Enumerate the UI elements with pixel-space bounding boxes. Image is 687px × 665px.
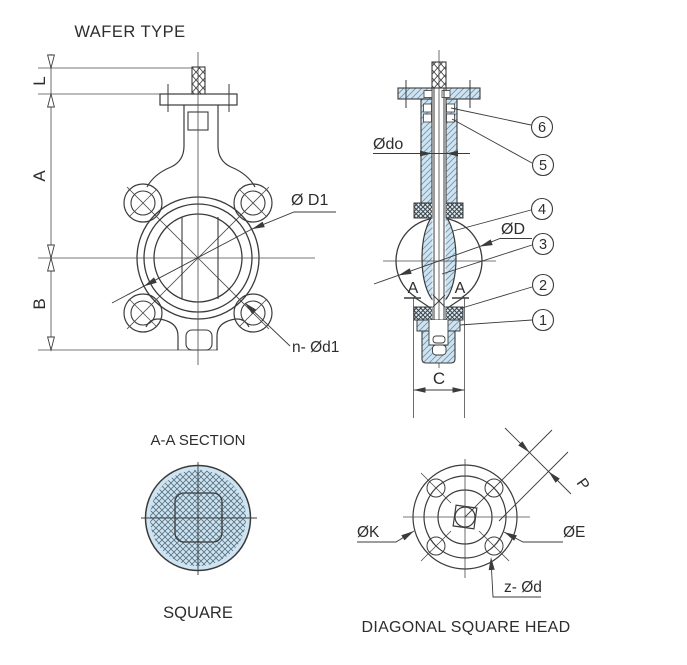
stem-bore-dimension: Ødo (373, 136, 470, 157)
face-width-label: C (433, 369, 445, 388)
dim-label-A: A (30, 170, 49, 182)
stem-top-knurl (191, 66, 206, 95)
callout-3: 3 (539, 237, 547, 253)
bolt-holes-note: n- Ød1 (244, 302, 339, 356)
dim-label-B: B (30, 298, 49, 309)
callout-2: 2 (539, 278, 547, 294)
head-holes-label: z- Ød (504, 579, 542, 596)
callout-leaders (441, 107, 533, 326)
head-crosshairs (403, 459, 530, 578)
bottom-boss (185, 329, 213, 351)
pitch-label: P (573, 475, 593, 493)
callout-balloons: 6 5 4 3 2 1 (530, 115, 555, 332)
face-width-dimension: C (413, 298, 465, 418)
bottom-housing (416, 319, 461, 364)
main-centerlines (38, 52, 315, 365)
bolt-holes (130, 190, 266, 326)
disc-diameter-dimension: ØD (373, 221, 532, 285)
mounting-flange (159, 93, 238, 106)
head-view-title: DIAGONAL SQUARE HEAD (361, 619, 570, 636)
aa-section-caption: SQUARE (163, 604, 233, 622)
bolt-circle-label: ØK (357, 524, 380, 541)
gland-parts (423, 90, 455, 123)
stem-bore-label: Ødo (373, 136, 403, 153)
neck-outline (145, 105, 256, 350)
flange-tick-marks (167, 84, 230, 112)
dimension-arrows (47, 54, 55, 352)
front-view-title: WAFER TYPE (74, 23, 185, 41)
d1-label: Ø D1 (291, 192, 328, 209)
callout-1: 1 (539, 313, 547, 329)
section-flange-ticks (405, 80, 471, 108)
pivot-cross (432, 294, 446, 308)
front-view: WAFER TYPE L A B (30, 23, 339, 365)
bolt-circle-dimension: ØK (357, 524, 415, 543)
section-view: Ødo ØD A A C (373, 50, 555, 418)
callout-5: 5 (539, 158, 547, 174)
disc-diameter-label: ØD (501, 221, 525, 238)
callout-6: 6 (538, 120, 546, 136)
head-bolt-holes (426, 478, 504, 556)
bolt-holes-label: n- Ød1 (292, 339, 339, 356)
aa-section-view: A-A SECTION SQUARE (141, 432, 257, 622)
section-letter-left: A (408, 280, 419, 297)
stem-lines (433, 62, 445, 336)
aa-section-title: A-A SECTION (150, 432, 245, 449)
dim-label-L: L (30, 76, 49, 85)
d1-dimension: Ø D1 (111, 192, 336, 304)
head-diameter-label: ØE (563, 524, 585, 541)
head-diameter-dimension: ØE (503, 524, 585, 543)
square-head-outline (452, 504, 478, 530)
section-cut-markers: A A (404, 280, 469, 299)
callout-4: 4 (538, 202, 546, 218)
square-drive-outline (174, 492, 223, 543)
pitch-dimension: P (464, 427, 593, 522)
head-holes-note: z- Ød (488, 557, 542, 598)
section-letter-right: A (455, 280, 466, 297)
aa-crosshairs (141, 462, 257, 575)
head-view: P ØK ØE z- Ød DIAGONAL SQUARE HEAD (357, 427, 593, 636)
